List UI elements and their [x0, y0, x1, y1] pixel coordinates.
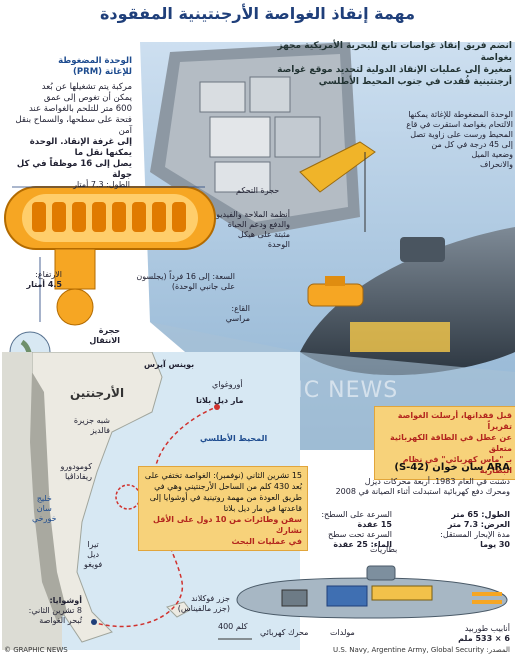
- docking-note: الوحدة المضغوطة للإغاثة يمكنها الالتحام …: [406, 110, 513, 169]
- falklands: [166, 601, 191, 618]
- battery-label: بطاريات: [370, 545, 398, 554]
- page-title: مهمة إنقاذ الغواصة الأرجنتينية المفقودة: [99, 4, 416, 23]
- map-label-ocean: المحيط الأطلسي: [200, 434, 268, 443]
- control-room-box: [214, 161, 271, 193]
- sub-cutaway: [236, 565, 508, 619]
- credit: © GRAPHIC NEWS: [4, 646, 68, 654]
- prm-height: الارتفاع: 4.5 أمتار: [26, 270, 62, 289]
- prm-transfer-chamber: حجرة الانتقال: [89, 326, 120, 345]
- torpedo-label: أنابيب طوربيد 6 × 533 ملم: [458, 624, 510, 643]
- crane: [299, 141, 376, 193]
- prm-description: الوحدة المضغوطة للإغاثة (PRM) مركبة يتم …: [15, 56, 132, 180]
- prm-length: الطول: 7.3 أمتار: [73, 180, 130, 189]
- battery-block: [371, 585, 433, 601]
- deck-container: [199, 81, 246, 113]
- deck-container: [249, 76, 291, 113]
- prm-mooring: القاع: مراسي: [225, 304, 250, 323]
- map-label-mar-del-plata: مار ديل بلاتا: [196, 396, 244, 405]
- disappearance-callout: 15 تشرين الثاني (نوفمبر): الغواصة تختفي …: [138, 466, 308, 551]
- motor-block: [281, 589, 308, 607]
- control-room-label: حجرة التحكم: [236, 186, 280, 195]
- motor-label: محرك كهربائي: [260, 628, 309, 637]
- prm-capacity: السعة: إلى 16 فرداً (يجلسون على جانبي ال…: [136, 272, 235, 291]
- submarine-sail: [400, 237, 445, 262]
- map-label-uruguay: أوروغواي: [212, 380, 243, 389]
- deck-container: [274, 116, 321, 158]
- power-failure-callout: قبل فقدانها، أرسلت الغواصة تقريراً عن عط…: [374, 406, 515, 480]
- sub-description: دشنت في العام 1983. أربعة محركات ديزل وم…: [335, 477, 510, 496]
- map-label-buenos-aires: بوينس آيرس: [144, 360, 195, 369]
- map-label-comodoro: كومودورو ريفاداڤيا: [60, 462, 92, 481]
- generator-block: [326, 585, 368, 607]
- sub-name: ARA سان خوان (S-42): [394, 462, 510, 473]
- map-scale-label: 400 كلم: [218, 622, 248, 631]
- generator-label: مولدات: [330, 628, 355, 637]
- sub-speed: السرعة على السطح: 15 عقدة السرعة تحت سطح…: [321, 510, 392, 549]
- deck-container: [209, 116, 271, 158]
- transfer-chamber: [54, 248, 96, 290]
- prm-seats: [32, 202, 186, 232]
- chile-strip: [30, 372, 67, 622]
- map-label-argentina: الأرجنتين: [70, 386, 125, 400]
- intro-text: انضم فريق إنقاذ غواصات تابع للبحرية الأم…: [277, 41, 512, 87]
- torpedo-tubes: [472, 592, 502, 604]
- map-label-ushuaia: أوشوايا: 8 تشرين الثاني: تُبحر الغواصة: [28, 596, 82, 625]
- hatch-area: [350, 322, 450, 352]
- map-label-falklands: جزر فوكلاند (جزر مالفيناس): [177, 594, 230, 613]
- map-label-valdes: شبه جزيرة فالديز: [73, 416, 110, 435]
- map-label-tierra-del-fuego: تيرا ديل فويغو: [84, 540, 103, 569]
- rescue-vehicle: [307, 283, 364, 307]
- map-label-gulf: خليج سان خورخي: [32, 494, 57, 523]
- systems-label: أنظمة الملاحة والفيديو والدفع ودعم الحيا…: [216, 210, 290, 249]
- source: المصدر: U.S. Navy, Argentine Army, Globa…: [333, 646, 510, 654]
- sub-dimensions: الطول: 65 متر العرض: 7.3 متر مدة الإبحار…: [440, 510, 510, 549]
